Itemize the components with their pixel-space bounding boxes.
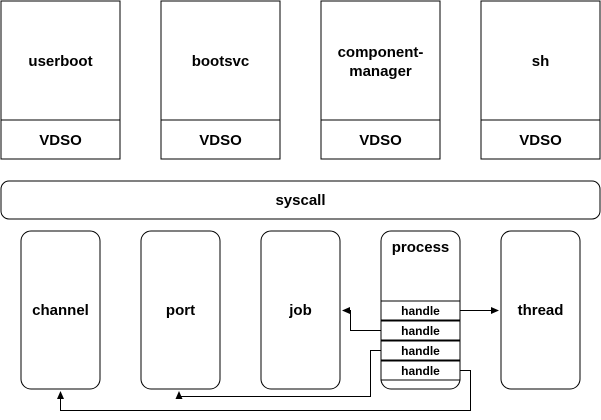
kernel-object-channel: channel — [20, 230, 101, 390]
process-name-component-manager-line2: manager — [349, 63, 412, 80]
handle-label: handle — [401, 304, 440, 318]
process-box-component-manager: component- manager VDSO — [320, 0, 441, 160]
arrow-handle-to-job — [342, 307, 381, 331]
process-name-bootsvc: bootsvc — [192, 53, 250, 70]
process-name-component-manager-line1: component- — [338, 44, 424, 61]
process-name-userboot: userboot — [28, 53, 92, 70]
handle-slot-3: handle — [380, 340, 461, 361]
handle-label: handle — [401, 344, 440, 358]
handle-label: handle — [401, 364, 440, 378]
job-label: job — [288, 302, 312, 319]
vdso-label: VDSO — [519, 132, 562, 149]
vdso-label: VDSO — [39, 132, 82, 149]
syscall-label: syscall — [275, 192, 325, 209]
handle-slot-4: handle — [380, 360, 461, 381]
kernel-object-thread: thread — [500, 230, 581, 390]
port-label: port — [166, 302, 195, 319]
process-name-sh: sh — [532, 53, 550, 70]
syscall-bar: syscall — [0, 180, 601, 220]
process-box-bootsvc: bootsvc VDSO — [160, 0, 281, 160]
process-box-sh: sh VDSO — [480, 0, 601, 160]
handle-slot-1: handle — [380, 300, 461, 321]
handle-label: handle — [401, 324, 440, 338]
thread-label: thread — [518, 302, 564, 319]
vdso-label: VDSO — [199, 132, 242, 149]
vdso-label: VDSO — [359, 132, 402, 149]
arrow-handle-to-channel — [57, 370, 471, 411]
channel-label: channel — [32, 302, 89, 319]
process-label: process — [392, 239, 450, 256]
kernel-object-port: port — [140, 230, 221, 390]
arrow-handle-to-port — [175, 350, 381, 399]
kernel-object-job: job — [260, 230, 341, 390]
handle-slot-2: handle — [380, 320, 461, 341]
process-box-userboot: userboot VDSO — [0, 0, 121, 160]
